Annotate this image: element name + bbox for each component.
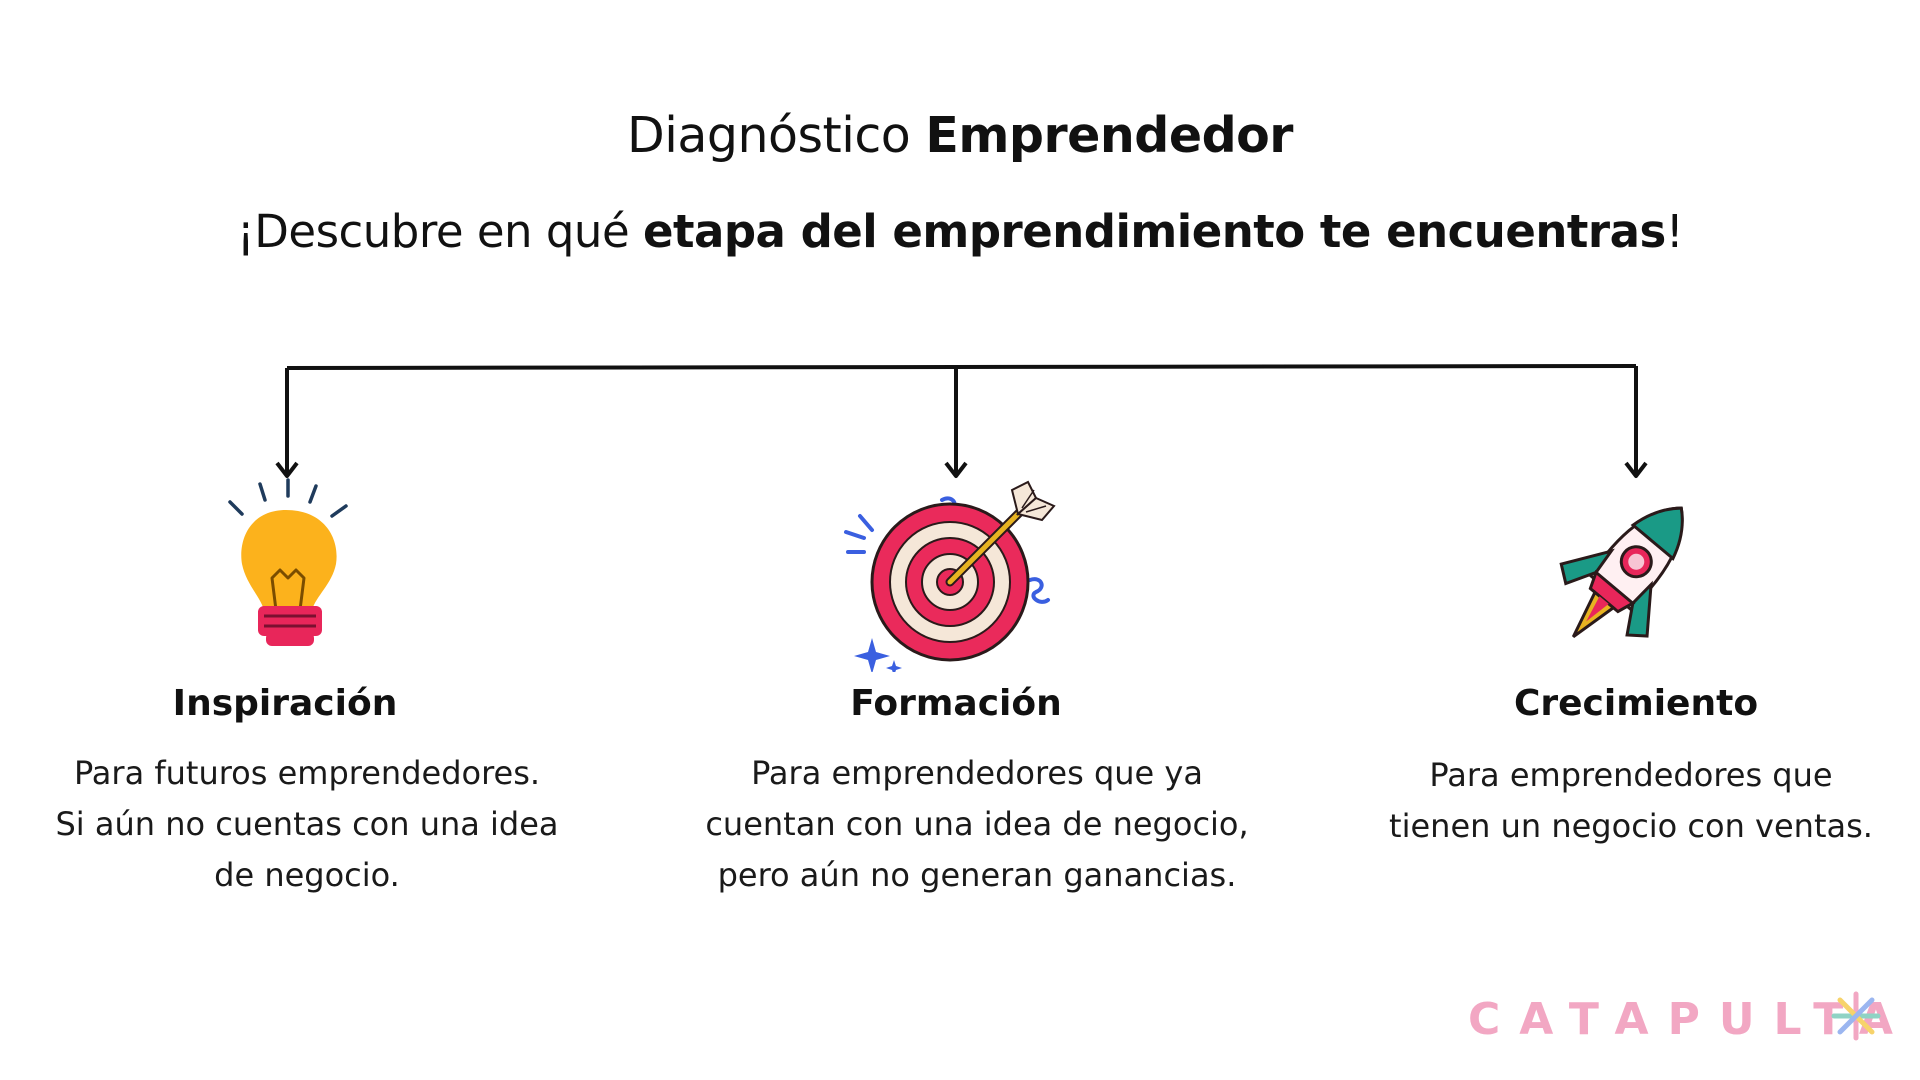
- stage-desc-crecimiento: Para emprendedores que tienen un negocio…: [1331, 750, 1920, 852]
- subtitle-bold: etapa del emprendimiento te encuentras: [642, 205, 1666, 258]
- lightbulb-icon: [228, 478, 348, 646]
- brand-name: CATAPULTA: [1468, 994, 1912, 1045]
- rocket-icon: [1559, 506, 1684, 639]
- page-subtitle: ¡Descubre en qué etapa del emprendimient…: [0, 204, 1920, 260]
- stage-desc-line: Para emprendedores que: [1429, 756, 1833, 794]
- connector-horizontal-line: [286, 364, 1637, 370]
- stage-title-inspiracion: Inspiración: [172, 683, 398, 724]
- subtitle-part2: !: [1665, 205, 1684, 258]
- stage-desc-line: Para emprendedores que ya: [751, 754, 1203, 792]
- stage-desc-inspiracion: Para futuros emprendedores. Si aún no cu…: [7, 748, 607, 901]
- stage-desc-line: tienen un negocio con ventas.: [1389, 807, 1873, 845]
- stage-title-crecimiento: Crecimiento: [1513, 683, 1759, 724]
- title-regular: Diagnóstico: [627, 107, 926, 164]
- target-dart-icon: [844, 480, 1056, 672]
- stage-title-formacion: Formación: [850, 683, 1062, 724]
- subtitle-part1: ¡Descubre en qué: [236, 205, 643, 258]
- stage-desc-line: Para futuros emprendedores.: [73, 754, 541, 792]
- brand-logo: CATAPULTA: [1468, 990, 1893, 1060]
- stage-desc-line: cuentan con una idea de negocio,: [705, 805, 1249, 843]
- page-title: Diagnóstico Emprendedor: [0, 106, 1920, 166]
- spark-icon: [1831, 991, 1881, 1041]
- stage-desc-line: de negocio.: [214, 856, 400, 894]
- stage-desc-formacion: Para emprendedores que ya cuentan con un…: [677, 748, 1277, 901]
- stage-desc-line: pero aún no generan ganancias.: [717, 856, 1237, 894]
- stage-desc-line: Si aún no cuentas con una idea: [55, 805, 559, 843]
- title-bold: Emprendedor: [925, 107, 1293, 164]
